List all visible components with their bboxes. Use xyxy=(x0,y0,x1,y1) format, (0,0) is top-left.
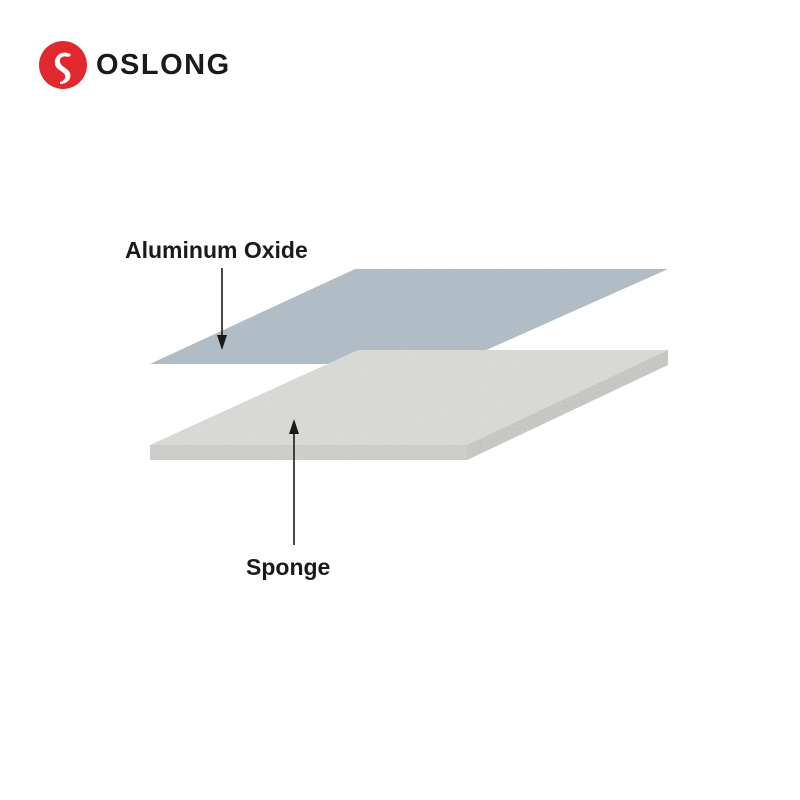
aluminum-oxide-layer xyxy=(150,269,668,364)
brand-logo: OSLONG xyxy=(38,40,231,90)
sponge-top-face xyxy=(150,350,668,445)
sponge-front-face xyxy=(150,445,467,460)
arrow-down-icon xyxy=(217,268,227,350)
arrow-up-icon xyxy=(289,419,299,545)
aluminum-oxide-label: Aluminum Oxide xyxy=(125,237,308,263)
sponge-layer xyxy=(150,350,668,460)
brand-name: OSLONG xyxy=(96,48,231,81)
sponge-side-face xyxy=(467,350,668,460)
sponge-label: Sponge xyxy=(246,554,331,580)
swan-logo-icon xyxy=(39,41,87,89)
